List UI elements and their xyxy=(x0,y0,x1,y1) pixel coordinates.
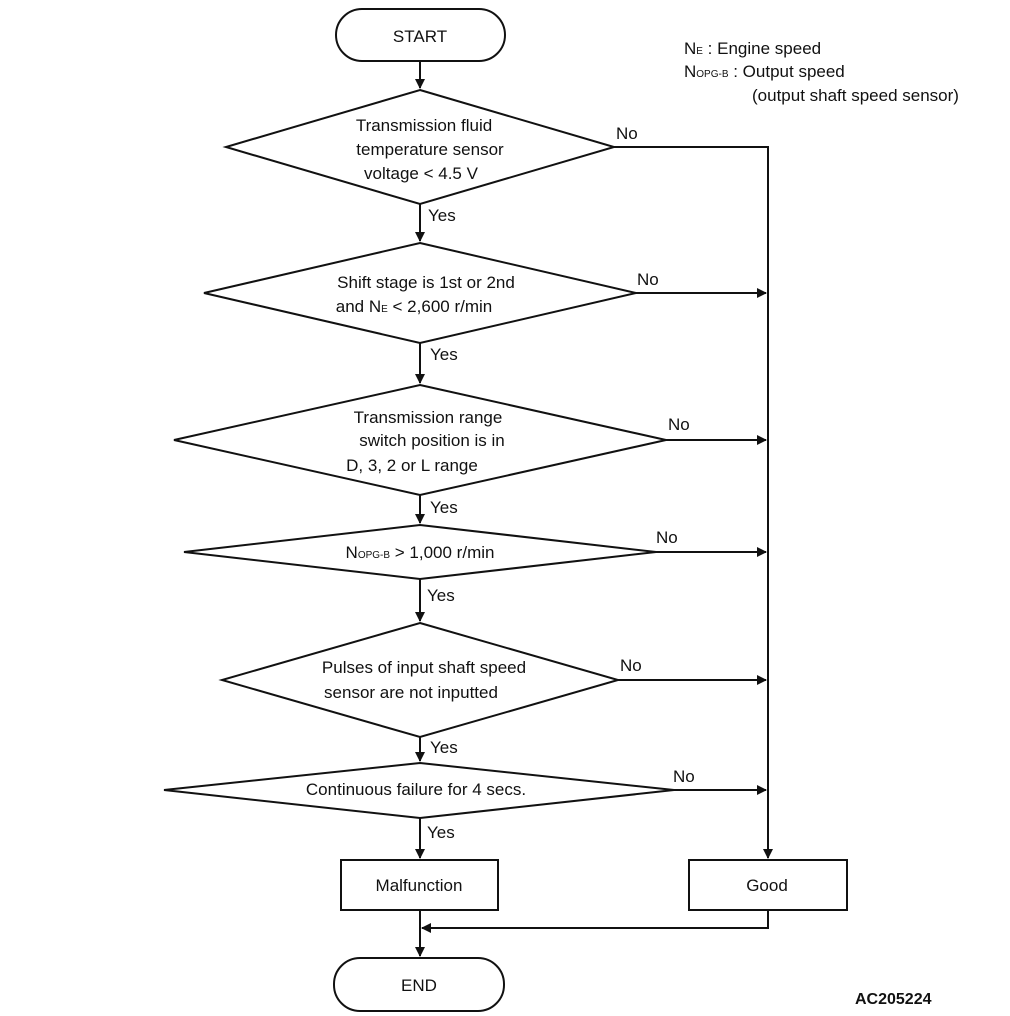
end-label: END xyxy=(401,976,437,995)
no-label-d3: No xyxy=(668,415,690,434)
decision-1-line-2: temperature sensor xyxy=(356,140,504,159)
edge-good-to-end xyxy=(421,910,769,933)
malfunction-box xyxy=(340,859,499,911)
no-label-d5: No xyxy=(620,656,642,675)
good-label: Good xyxy=(746,876,788,895)
legend-engine-speed: NE : Engine speed xyxy=(684,39,821,58)
figure-id: AC205224 xyxy=(855,991,932,1008)
decision-5-line-1: Pulses of input shaft speed xyxy=(322,658,526,677)
yes-label-d3: Yes xyxy=(430,498,458,517)
decision-5-line-2: sensor are not inputted xyxy=(324,683,498,702)
decision-shift-stage xyxy=(203,241,637,345)
legend-output-speed: NOPG-B : Output speed xyxy=(684,62,845,81)
decision-6-label: Continuous failure for 4 secs. xyxy=(306,780,526,799)
edge-d1-no-to-good xyxy=(614,146,773,859)
decision-2-line-1: Shift stage is 1st or 2nd xyxy=(337,273,515,292)
end-terminal xyxy=(333,957,505,1012)
decision-input-pulses xyxy=(218,621,622,739)
yes-label-d5: Yes xyxy=(430,738,458,757)
yes-label-d6: Yes xyxy=(427,823,455,842)
no-label-d1: No xyxy=(616,124,638,143)
yes-label-d1: Yes xyxy=(428,206,456,225)
legend-output-speed-note: (output shaft speed sensor) xyxy=(752,86,959,105)
good-box xyxy=(688,859,848,911)
decision-3-line-2: switch position is in xyxy=(359,431,505,450)
no-label-d2: No xyxy=(637,270,659,289)
no-label-d6: No xyxy=(673,767,695,786)
start-label: START xyxy=(393,27,447,46)
no-label-d4: No xyxy=(656,528,678,547)
decision-3-line-1: Transmission range xyxy=(354,408,503,427)
decision-1-line-1: Transmission fluid xyxy=(356,116,492,135)
yes-label-d4: Yes xyxy=(427,586,455,605)
malfunction-label: Malfunction xyxy=(376,876,463,895)
yes-label-d2: Yes xyxy=(430,345,458,364)
decision-2-line-2: and NE < 2,600 r/min xyxy=(336,297,492,316)
decision-3-line-3: D, 3, 2 or L range xyxy=(346,456,478,475)
decision-4-label: NOPG-B > 1,000 r/min xyxy=(346,543,495,562)
decision-1-line-3: voltage < 4.5 V xyxy=(364,164,479,183)
